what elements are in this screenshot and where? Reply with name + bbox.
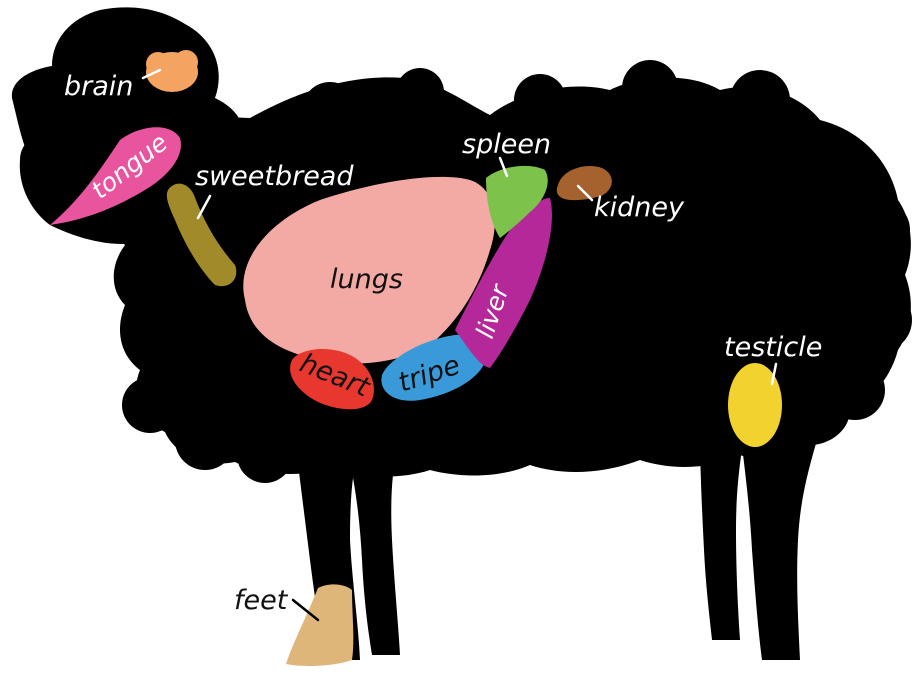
kidney-label: kidney	[594, 192, 685, 223]
testicle-label: testicle	[724, 332, 822, 363]
testicle-shape	[728, 363, 782, 447]
heart-shape	[290, 348, 374, 410]
tripe-shape	[381, 334, 487, 401]
feet-leader	[291, 598, 320, 622]
lungs-shape	[243, 176, 495, 364]
tongue-shape	[50, 127, 181, 225]
spleen-shape	[486, 165, 548, 238]
kidney-shape	[556, 165, 612, 201]
feet-label: feet	[234, 585, 289, 616]
liver-shape	[455, 198, 552, 368]
spleen-label: spleen	[462, 129, 551, 160]
brain-label: brain	[64, 71, 133, 102]
sweetbread-leader	[196, 194, 212, 220]
sweetbread-label: sweetbread	[195, 161, 354, 192]
lungs-label: lungs	[330, 264, 403, 295]
brain-lobe	[146, 52, 170, 76]
sweetbread-shape	[166, 183, 237, 287]
brain-lobe-2	[174, 50, 198, 74]
feet-shape	[286, 584, 354, 667]
spleen-leader	[498, 156, 509, 178]
brain-leader	[141, 68, 162, 80]
kidney-leader	[576, 184, 594, 202]
testicle-leader	[770, 362, 778, 386]
